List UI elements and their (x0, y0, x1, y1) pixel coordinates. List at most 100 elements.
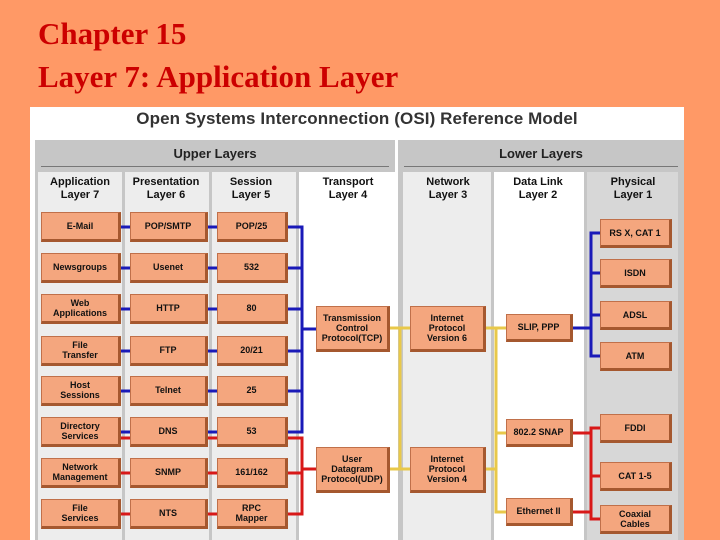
box-label: FDDI (624, 422, 646, 433)
box-label: ADSL (622, 309, 648, 320)
presentation-box: FTP (130, 336, 208, 366)
session-box: 161/162 (217, 458, 288, 488)
box-label: POP/SMTP (144, 221, 192, 231)
box-label: ATM (625, 350, 645, 361)
box-label: FTP (159, 345, 177, 355)
datalink-box-slip: SLIP, PPP (506, 314, 573, 342)
physical-box: RS X, CAT 1 (600, 219, 672, 248)
session-box: 53 (217, 417, 288, 447)
datalink-box-ethernet: Ethernet II (506, 498, 573, 526)
box-label: 20/21 (240, 345, 263, 355)
box-label: 80 (246, 303, 257, 313)
layer-number: Layer 6 (146, 189, 186, 201)
box-label: DNS (158, 426, 178, 436)
session-box: 25 (217, 376, 288, 406)
lower-layers-divider (404, 166, 678, 167)
physical-box: FDDI (600, 414, 672, 443)
datalink-box-snap: 802.2 SNAP (506, 419, 573, 447)
presentation-box: POP/SMTP (130, 212, 208, 242)
physical-box: ATM (600, 342, 672, 371)
slide-title-chapter: Chapter 15 (38, 16, 187, 51)
layer-number: Layer 5 (231, 189, 271, 201)
layer-number: Layer 4 (328, 189, 368, 201)
box-label: HTTP (156, 303, 180, 313)
box-label: 532 (243, 262, 260, 272)
upper-layers-label: Upper Layers (173, 146, 257, 161)
layer-name: Physical (610, 176, 656, 188)
layer-name: Transport (322, 176, 374, 188)
presentation-box: HTTP (130, 294, 208, 324)
box-label: Ethernet II (516, 506, 561, 516)
box-label: ISDN (624, 267, 646, 278)
presentation-box: Telnet (130, 376, 208, 406)
presentation-box: Usenet (130, 253, 208, 283)
box-label: Usenet (152, 262, 183, 272)
layer-name: Application (50, 176, 110, 188)
box-label: NTS (159, 508, 177, 518)
layer-name: Network (426, 176, 470, 188)
session-box: 80 (217, 294, 288, 324)
box-label: 161/162 (235, 467, 268, 477)
physical-box: ADSL (600, 301, 672, 330)
box-label: E-Mail (66, 221, 94, 231)
session-box: 20/21 (217, 336, 288, 366)
box-label: 802.2 SNAP (513, 427, 564, 437)
box-label: POP/25 (235, 221, 268, 231)
lower-layers-label: Lower Layers (499, 146, 583, 161)
slide-title-layer: Layer 7: Application Layer (38, 59, 399, 94)
box-label: SNMP (154, 467, 181, 477)
application-box: E-Mail (41, 212, 121, 242)
layer-name: Presentation (132, 176, 200, 188)
box-label: Telnet (155, 385, 181, 395)
box-label: 53 (246, 426, 257, 436)
box-label: 25 (246, 385, 257, 395)
box-label: Newsgroups (52, 262, 107, 272)
box-label: RS X, CAT 1 (609, 227, 661, 238)
physical-box: ISDN (600, 259, 672, 288)
box-label: SLIP, PPP (517, 322, 560, 332)
session-box: POP/25 (217, 212, 288, 242)
session-box: 532 (217, 253, 288, 283)
layer-name: Data Link (513, 176, 563, 188)
layer-number: Layer 7 (60, 189, 100, 201)
upper-layers-divider (41, 166, 389, 167)
physical-box: CAT 1-5 (600, 462, 672, 491)
layer-column-2 (494, 172, 584, 540)
presentation-box: SNMP (130, 458, 208, 488)
layer-number: Layer 1 (613, 189, 653, 201)
layer-number: Layer 3 (428, 189, 468, 201)
box-label: CAT 1-5 (618, 470, 652, 481)
diagram-title: Open Systems Interconnection (OSI) Refer… (136, 109, 578, 128)
